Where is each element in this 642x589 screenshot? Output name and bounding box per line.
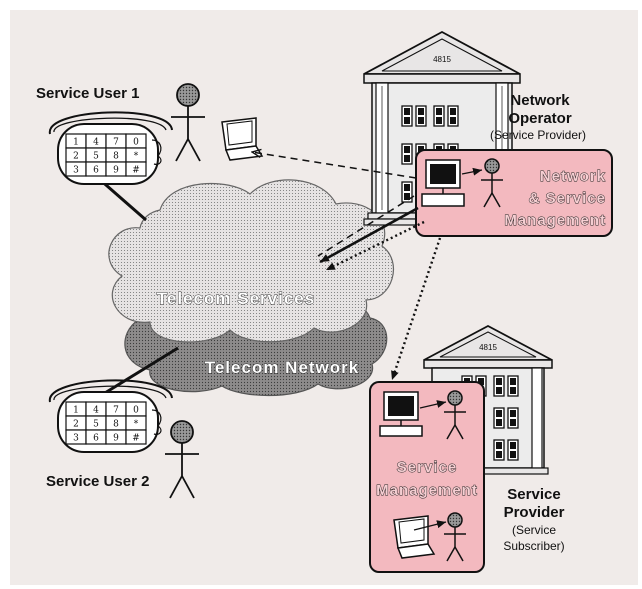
- solid-link-to-cloud: [319, 206, 419, 264]
- nsm-label-3: Management: [504, 212, 606, 229]
- keypad-key: 9: [113, 166, 119, 176]
- keypad-key: 5: [93, 420, 99, 430]
- keypad-key: 6: [93, 434, 99, 444]
- keypad-key: 0: [133, 138, 139, 148]
- dashed-link-to-cloud: [317, 195, 415, 257]
- service-user-1-label: Service User 1: [36, 85, 139, 102]
- network-operator-label-1: Network: [510, 92, 570, 109]
- service-provider-label-1: Service: [507, 486, 560, 503]
- nsm-label-2: & Service: [529, 190, 606, 207]
- dashed-link-to-user1: [252, 152, 417, 179]
- service-provider-label-2: Provider: [504, 504, 565, 521]
- service-user-2-label: Service User 2: [46, 473, 149, 490]
- laptop-icon: [393, 515, 435, 559]
- keypad-key: 1: [73, 138, 79, 148]
- telecom-services-cloud: [108, 179, 394, 343]
- building-sign: 4815: [433, 55, 451, 64]
- keypad-key: 2: [73, 152, 79, 162]
- laptop-icon: [221, 117, 263, 161]
- workstation-icon: [421, 159, 465, 207]
- workstation-icon: [379, 391, 423, 437]
- telecom-services-label: Telecom Services: [157, 289, 315, 308]
- keypad-key: 4: [93, 406, 99, 416]
- keypad-key: 9: [113, 434, 119, 444]
- service-management-label-2: Management: [376, 482, 478, 499]
- keypad-key: 1: [73, 406, 79, 416]
- keypad-key: *: [134, 420, 139, 430]
- building-sign: 4815: [479, 343, 497, 352]
- keypad-key: 3: [73, 434, 79, 444]
- network-operator-label-2: Operator: [508, 110, 572, 127]
- user1-network-link: [97, 176, 147, 222]
- network-service-management-box: [415, 149, 613, 237]
- network-operator-role: (Service Provider): [490, 128, 586, 142]
- keypad-key: 4: [93, 138, 99, 148]
- dotted-link-to-cloud: [325, 220, 425, 272]
- keypad-key: 8: [113, 420, 119, 430]
- keypad-key: 2: [73, 420, 79, 430]
- service-provider-role-2: Subscriber): [503, 539, 564, 553]
- user2-network-link: [99, 346, 179, 398]
- keypad-key: 3: [73, 166, 79, 176]
- keypad-key: #: [132, 434, 140, 444]
- keypad-key: 7: [113, 406, 119, 416]
- building-icon: 4815: [363, 31, 521, 226]
- keypad-key: 8: [113, 152, 119, 162]
- telecom-network-label: Telecom Network: [205, 358, 360, 377]
- keypad-key: 5: [93, 152, 99, 162]
- keypad-key: 6: [93, 166, 99, 176]
- service-provider-role-1: (Service: [512, 523, 556, 537]
- keypad-key: *: [134, 152, 139, 162]
- service-management-label-1: Service: [397, 459, 457, 476]
- keypad-cell: [125, 161, 147, 177]
- keypad-key: 0: [133, 406, 139, 416]
- keypad-key: 7: [113, 138, 119, 148]
- keypad-cell: [125, 429, 147, 445]
- nsm-label-1: Network: [540, 168, 606, 185]
- keypad-key: #: [132, 166, 140, 176]
